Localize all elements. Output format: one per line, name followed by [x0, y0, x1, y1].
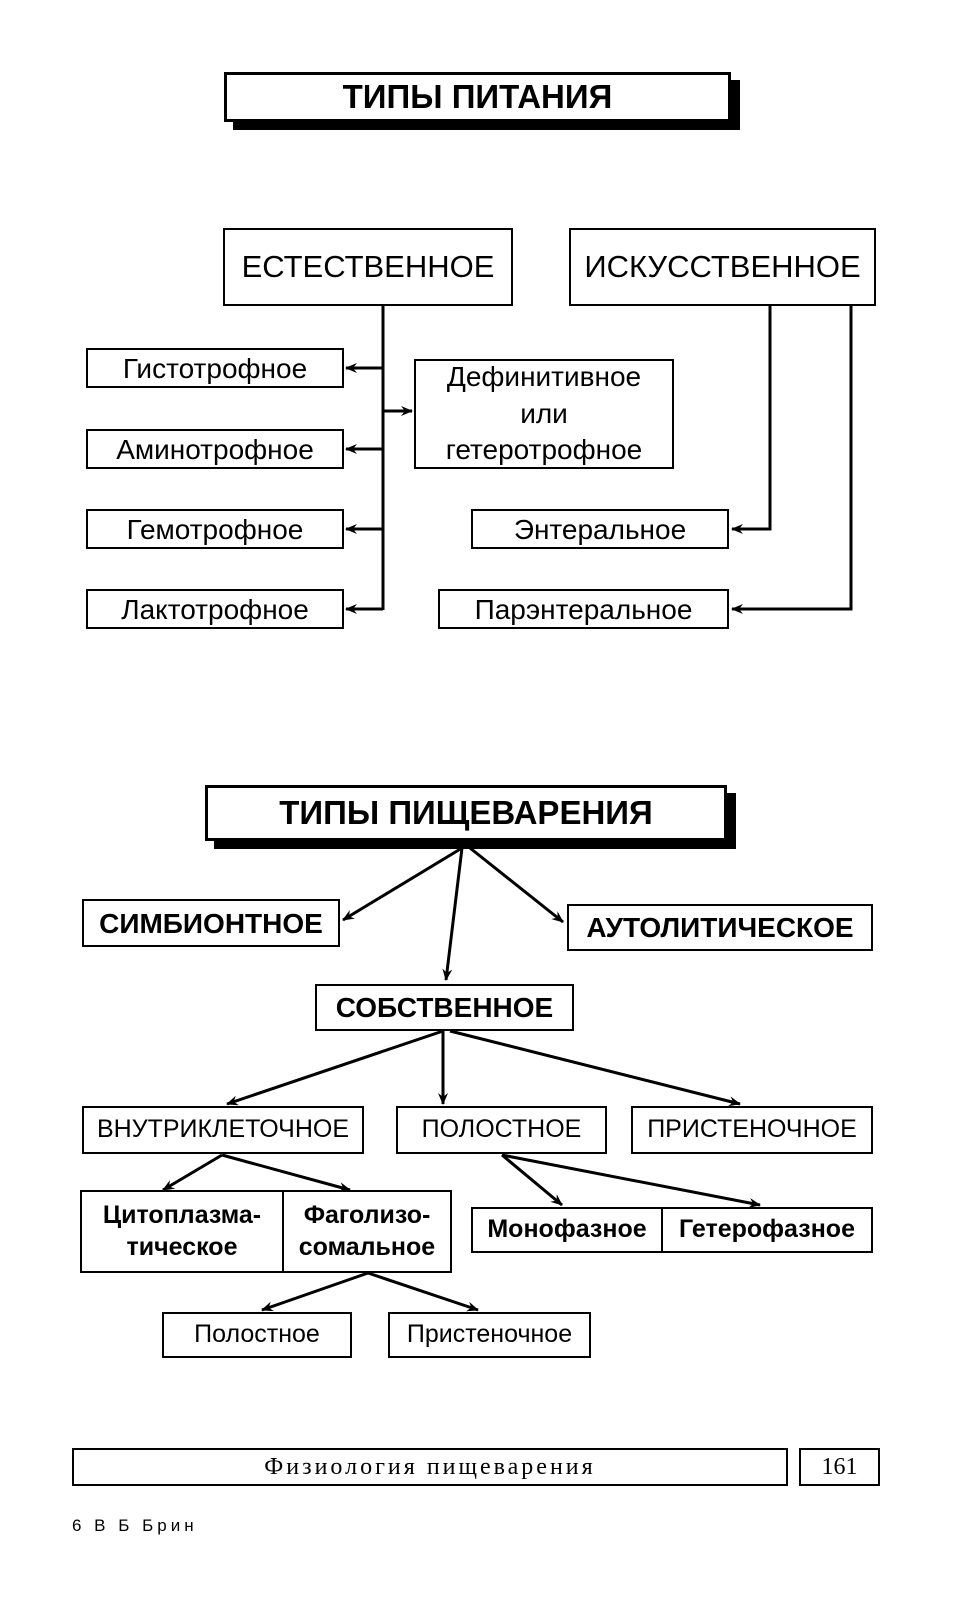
- cavitary-label: ПОЛОСТНОЕ: [421, 1115, 582, 1144]
- cytoplasmic-line-1: Цитоплазма-: [102, 1201, 262, 1230]
- natural-box: ЕСТЕСТВЕННОЕ: [223, 228, 513, 306]
- monophasic-label: Монофазное: [487, 1215, 647, 1244]
- symbiotic-label: СИМБИОНТНОЕ: [99, 907, 323, 939]
- own-box: СОБСТВЕННОЕ: [315, 984, 574, 1031]
- arrow-to-parietal-sub: [367, 1271, 479, 1312]
- definitive-line-1: Дефинитивное: [446, 361, 642, 393]
- nutrition-title: ТИПЫ ПИТАНИЯ: [224, 72, 731, 122]
- arrow-to-cavitary-sub: [261, 1271, 369, 1312]
- cavitary-sub-label: Полостное: [194, 1320, 320, 1349]
- artificial-label: ИСКУССТВЕННОЕ: [584, 248, 861, 284]
- arrow-to-phagolysosomal: [221, 1153, 351, 1192]
- aminotrophic-box: Аминотрофное: [86, 429, 344, 469]
- aminotrophic-label: Аминотрофное: [116, 433, 314, 465]
- hemotrophic-label: Гемотрофное: [126, 513, 304, 545]
- autolytic-box: АУТОЛИТИЧЕСКОЕ: [567, 904, 873, 951]
- cavitary-sub-box: Полостное: [162, 1312, 352, 1358]
- arrow-to-symbiotic: [342, 846, 463, 922]
- artificial-box: ИСКУССТВЕННОЕ: [569, 228, 876, 306]
- parietal-sub-box: Пристеночное: [388, 1312, 591, 1358]
- hemotrophic-box: Гемотрофное: [86, 509, 344, 549]
- page-number: 161: [821, 1454, 858, 1480]
- footer-chapter: Физиология пищеварения: [264, 1454, 596, 1480]
- parenteral-box: Парэнтеральное: [438, 589, 729, 629]
- arrow-to-parietal: [449, 1029, 741, 1107]
- heterophasic-box: Гетерофазное: [661, 1207, 873, 1253]
- lactotrophic-box: Лактотрофное: [86, 589, 344, 629]
- parenteral-label: Парэнтеральное: [474, 593, 693, 625]
- parietal-box: ПРИСТЕНОЧНОЕ: [631, 1106, 873, 1154]
- cytoplasmic-box: Цитоплазма- тическое: [80, 1190, 284, 1273]
- arrow-to-autolytic: [469, 846, 564, 924]
- intracellular-label: ВНУТРИКЛЕТОЧНОЕ: [96, 1115, 350, 1144]
- natural-label: ЕСТЕСТВЕННОЕ: [241, 248, 495, 284]
- signature-mark: 6 В Б Брин: [72, 1516, 198, 1535]
- enteral-label: Энтеральное: [513, 513, 687, 545]
- enteral-box: Энтеральное: [471, 509, 729, 549]
- parietal-sub-label: Пристеночное: [406, 1320, 573, 1349]
- histotrophic-box: Гистотрофное: [86, 348, 344, 388]
- arrow-to-cytoplasmic: [162, 1153, 223, 1192]
- arrow-to-enteral: [731, 306, 772, 534]
- intracellular-box: ВНУТРИКЛЕТОЧНОЕ: [82, 1106, 364, 1154]
- phagolysosomal-box: Фаголизо- сомальное: [282, 1190, 452, 1273]
- nutrition-title-text: ТИПЫ ПИТАНИЯ: [342, 78, 613, 116]
- digestion-title: ТИПЫ ПИЩЕВАРЕНИЯ: [205, 785, 727, 841]
- arrow-to-monophasic: [501, 1153, 563, 1207]
- definitive-line-3: гетеротрофное: [445, 434, 643, 466]
- arrow-to-own: [442, 847, 464, 981]
- arrow-to-parenteral: [731, 306, 853, 614]
- parietal-label: ПРИСТЕНОЧНОЕ: [647, 1115, 857, 1144]
- arrow-to-heterophasic: [501, 1153, 761, 1208]
- footer-chapter-box: Физиология пищеварения: [72, 1448, 788, 1486]
- arrow-to-intracellular: [226, 1029, 444, 1106]
- definitive-line-2: или: [520, 397, 568, 429]
- heterophasic-label: Гетерофазное: [679, 1215, 855, 1244]
- digestion-title-text: ТИПЫ ПИЩЕВАРЕНИЯ: [279, 794, 653, 832]
- cytoplasmic-line-2: тическое: [126, 1232, 238, 1261]
- cavitary-box: ПОЛОСТНОЕ: [396, 1106, 607, 1154]
- monophasic-box: Монофазное: [471, 1207, 663, 1253]
- phagolysosomal-line-2: сомальное: [298, 1232, 436, 1261]
- page-number-box: 161: [799, 1448, 880, 1486]
- definitive-box: Дефинитивное или гетеротрофное: [414, 359, 674, 469]
- own-label: СОБСТВЕННОЕ: [335, 992, 554, 1023]
- phagolysosomal-line-1: Фаголизо-: [303, 1201, 431, 1230]
- autolytic-label: АУТОЛИТИЧЕСКОЕ: [586, 912, 854, 943]
- histotrophic-label: Гистотрофное: [122, 352, 308, 384]
- lactotrophic-label: Лактотрофное: [121, 593, 309, 625]
- symbiotic-box: СИМБИОНТНОЕ: [82, 899, 340, 947]
